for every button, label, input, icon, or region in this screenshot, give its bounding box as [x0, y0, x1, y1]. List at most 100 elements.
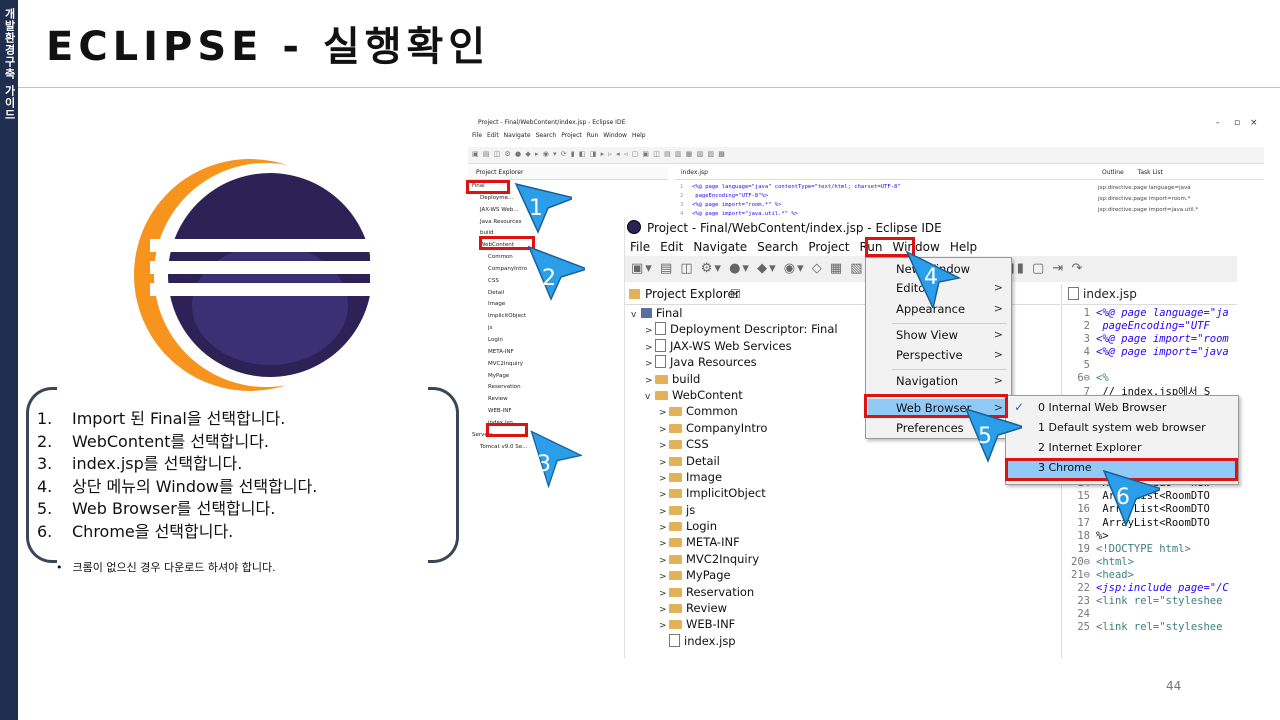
tree-item[interactable]: >Deployment Descriptor: Final — [631, 321, 838, 337]
tree-item[interactable]: js — [488, 325, 493, 332]
code-editor[interactable]: 1<%@ page language="java" contentType="t… — [680, 183, 901, 219]
close-icon[interactable]: × — [1250, 118, 1258, 128]
tree-item[interactable]: >MVC2Inquiry — [631, 551, 838, 567]
tree-item[interactable]: >Image — [631, 469, 838, 485]
maximize-icon[interactable]: ▫ — [1234, 118, 1241, 128]
chevron-icon[interactable]: > — [659, 523, 667, 534]
tree-item[interactable]: Deployme... — [480, 194, 514, 201]
menu-item-navigate[interactable]: Navigate — [693, 240, 748, 254]
tree-item[interactable]: >CSS — [631, 436, 838, 452]
menu-item-edit[interactable]: Edit — [487, 132, 499, 139]
tree-item[interactable]: >Common — [631, 403, 838, 419]
tree-item[interactable]: >JAX-WS Web Services — [631, 338, 838, 354]
tree-item[interactable]: >Detail — [631, 453, 838, 469]
tree-item[interactable]: WebContent — [480, 242, 514, 249]
chevron-icon[interactable]: > — [659, 605, 667, 616]
outline-item[interactable]: jsp:directive.page import=java.util.* — [1098, 207, 1199, 213]
project-explorer-tab[interactable]: Project Explorer ☒ — [625, 284, 1060, 305]
project-explorer-tab[interactable]: Project Explorer — [468, 167, 668, 180]
menu-item-file[interactable]: File — [472, 132, 483, 139]
tree-item[interactable]: JAX-WS Web... — [480, 206, 519, 213]
chevron-icon[interactable]: > — [659, 506, 667, 517]
tree-item[interactable]: CompanyIntro — [488, 265, 527, 272]
tree-item[interactable]: >ImplicitObject — [631, 485, 838, 501]
tree-item[interactable]: Tomcat v9.0 Se... — [480, 443, 528, 450]
chevron-icon[interactable]: > — [659, 539, 667, 550]
menu-item-navigation[interactable]: Navigation> — [896, 374, 1003, 388]
tree-item[interactable]: index.jsp — [631, 633, 838, 649]
tree-item[interactable]: >Review — [631, 600, 838, 616]
tree-item[interactable]: Reservation — [488, 384, 521, 391]
editor-tab[interactable]: index.jsp — [675, 167, 1095, 180]
chevron-icon[interactable]: > — [659, 588, 667, 599]
tree-item[interactable]: CSS — [488, 277, 499, 284]
tree-item[interactable]: Java Resources — [480, 218, 522, 225]
chevron-icon[interactable]: v — [645, 391, 651, 402]
chevron-icon[interactable]: > — [659, 572, 667, 583]
tree-item[interactable]: Servers — [472, 431, 493, 438]
chevron-icon[interactable]: > — [659, 555, 667, 566]
menu-item-chrome[interactable]: 3 Chrome — [1038, 461, 1092, 474]
menu-item-help[interactable]: Help — [949, 240, 978, 254]
outline-item[interactable]: jsp:directive.page import=room.* — [1098, 196, 1191, 202]
menu-item-default-browser[interactable]: 1 Default system web browser — [1038, 421, 1206, 434]
tree-item[interactable]: >MyPage — [631, 567, 838, 583]
tree-item[interactable]: >WEB-INF — [631, 616, 838, 632]
tree-item[interactable]: >Login — [631, 518, 838, 534]
chevron-icon[interactable]: > — [659, 408, 667, 419]
menu-item-internet-explorer[interactable]: 2 Internet Explorer — [1038, 441, 1142, 454]
chevron-icon[interactable]: > — [645, 326, 653, 337]
tree-item[interactable]: Common — [488, 254, 513, 261]
tree-item[interactable]: >js — [631, 502, 838, 518]
chevron-icon[interactable]: > — [659, 457, 667, 468]
menu-item-window[interactable]: Window — [603, 132, 627, 139]
tree-item[interactable]: WEB-INF — [488, 408, 512, 415]
minimize-icon[interactable]: - — [1216, 118, 1220, 128]
outline-item[interactable]: jsp:directive.page language=java — [1098, 185, 1191, 191]
close-tab-icon[interactable]: ☒ — [730, 287, 741, 301]
tree-item[interactable]: META-INF — [488, 348, 514, 355]
tree-item[interactable]: Image — [488, 301, 506, 308]
tree-item[interactable]: Final — [472, 183, 485, 189]
tree-item[interactable]: >build — [631, 371, 838, 387]
menu-item-window[interactable]: Window — [892, 240, 940, 254]
chevron-icon[interactable]: > — [659, 424, 667, 435]
chevron-icon[interactable]: > — [659, 490, 667, 501]
tree-item[interactable]: Review — [488, 396, 508, 403]
editor-tab[interactable]: index.jsp — [1062, 284, 1237, 305]
menu-item-preferences[interactable]: Preferences — [896, 421, 964, 435]
chevron-icon[interactable]: > — [659, 441, 667, 452]
tree-item[interactable]: >CompanyIntro — [631, 420, 838, 436]
menu-item-perspective[interactable]: Perspective> — [896, 348, 1003, 362]
outline-tabs[interactable]: Outline Task List — [1094, 167, 1264, 180]
chevron-icon[interactable]: > — [645, 359, 653, 370]
menu-item-edit[interactable]: Edit — [660, 240, 684, 254]
menu-item-run[interactable]: Run — [586, 132, 599, 139]
tree-item[interactable]: build — [480, 230, 494, 237]
menu-item-project[interactable]: Project — [561, 132, 582, 139]
tree-item[interactable]: index.jsp — [488, 419, 513, 426]
menu-item-show-view[interactable]: Show View> — [896, 328, 1003, 342]
tree-item[interactable]: >Reservation — [631, 584, 838, 600]
tree-item[interactable]: MVC2Inquiry — [488, 360, 523, 367]
menu-item-web-browser[interactable]: Web Browser> — [896, 401, 1003, 415]
menu-item-navigate[interactable]: Navigate — [503, 132, 531, 139]
tree-item[interactable]: MyPage — [488, 372, 510, 379]
menu-item-appearance[interactable]: Appearance> — [896, 302, 1003, 316]
menu-item-help[interactable]: Help — [631, 132, 646, 139]
tree-item[interactable]: Login — [488, 336, 503, 343]
tree-item[interactable]: >META-INF — [631, 534, 838, 550]
menu-item-internal-browser[interactable]: 0 Internal Web Browser — [1038, 401, 1167, 414]
menu-item-search[interactable]: Search — [757, 240, 799, 254]
menu-item-file[interactable]: File — [630, 240, 651, 254]
menu-item-project[interactable]: Project — [808, 240, 850, 254]
chevron-icon[interactable]: > — [659, 621, 667, 632]
tree-item[interactable]: ImplicitObject — [488, 313, 527, 320]
chevron-icon[interactable]: > — [645, 342, 653, 353]
menu-item-search[interactable]: Search — [535, 132, 557, 139]
chevron-icon[interactable]: v — [631, 310, 637, 320]
tree-item[interactable]: >Java Resources — [631, 354, 838, 370]
chevron-icon[interactable]: > — [659, 473, 667, 484]
